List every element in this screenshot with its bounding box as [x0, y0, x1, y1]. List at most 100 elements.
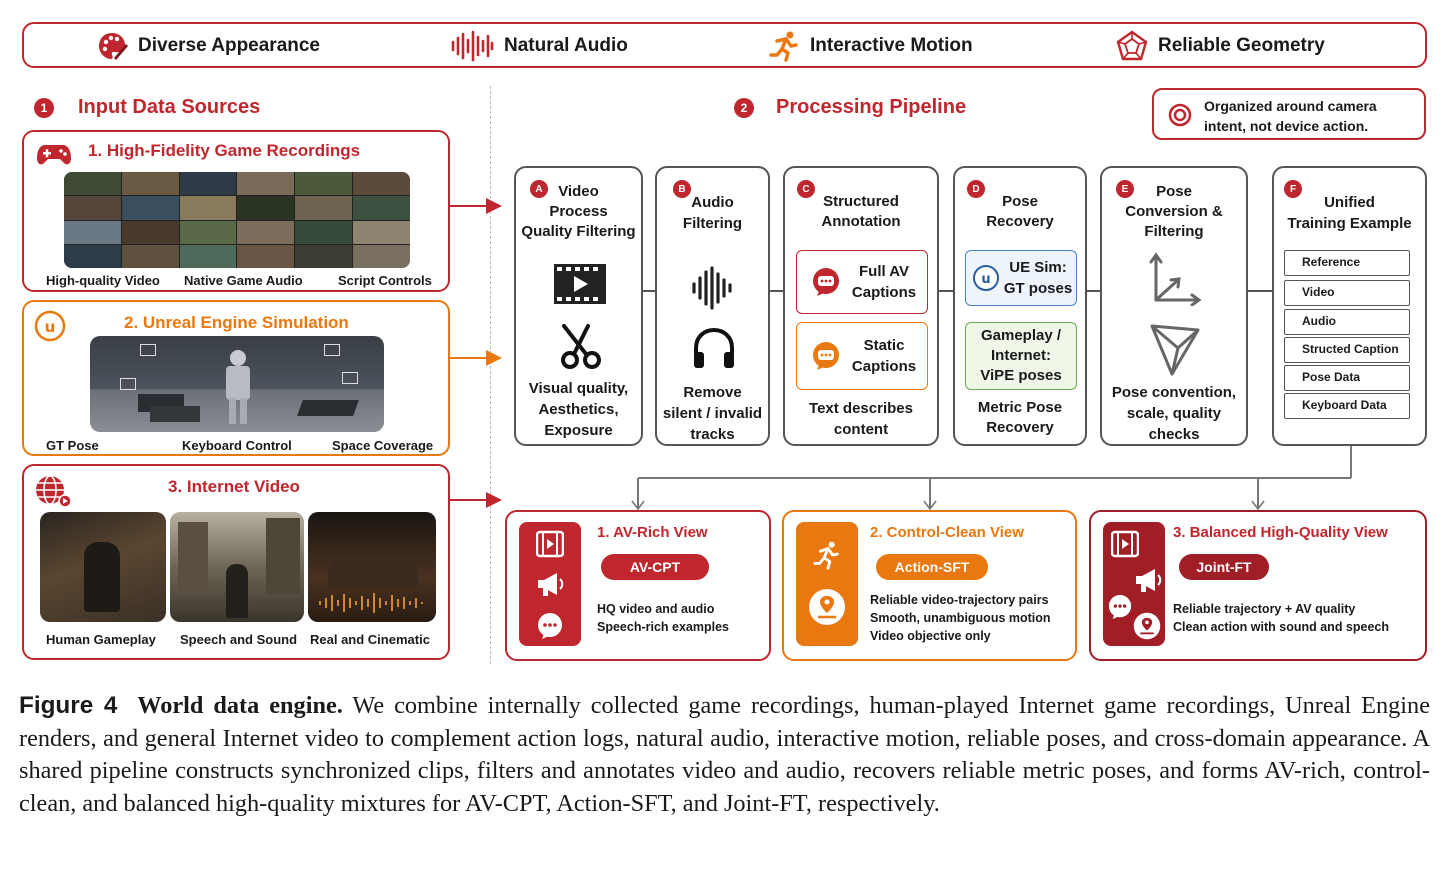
target-icon	[1168, 103, 1192, 127]
waveform-icon	[451, 30, 494, 62]
training-field-item: Audio	[1284, 309, 1410, 335]
gameplay-internet-vipe-poses-box: Gameplay / Internet: ViPE poses	[965, 322, 1077, 390]
stage-title-line: Video	[558, 183, 599, 200]
full-av-captions-box: Full AV Captions	[796, 250, 928, 314]
inner-box-line: UE Sim:	[1009, 259, 1067, 276]
stage-title: Video Process Quality Filtering	[516, 182, 641, 242]
source-caption: Script Controls	[338, 273, 432, 288]
banner-label: Natural Audio	[504, 35, 628, 56]
stage-title-line: Process	[549, 203, 608, 220]
headphones-icon	[694, 327, 734, 368]
banner-item-motion: Interactive Motion	[768, 30, 973, 62]
real-and-cinematic-image	[308, 512, 436, 622]
source-caption: Keyboard Control	[182, 438, 292, 453]
view-description-line: Reliable video-trajectory pairs	[870, 593, 1049, 607]
inner-box-line: GT poses	[1003, 280, 1073, 297]
stage-description-line: checks	[1148, 426, 1200, 443]
chat-bubble-icon	[813, 342, 839, 370]
chat-bubble-icon	[1108, 594, 1132, 620]
inner-box-label: UE Sim: GT poses	[1000, 257, 1076, 299]
stage-structured-annotation: C Structured Annotation Full AV Captions…	[783, 166, 939, 446]
gamepad-icon	[37, 145, 71, 165]
section-title-input: Input Data Sources	[78, 96, 261, 118]
stage-description-line: Recovery	[986, 419, 1054, 436]
source-internet-video: 3. Internet Video Human Gameplay Speech …	[22, 464, 450, 660]
video-clip-icon	[536, 530, 564, 558]
section-divider	[490, 86, 491, 664]
inner-box-line: Captions	[851, 358, 917, 375]
stage-title-line: Quality Filtering	[521, 223, 636, 240]
inner-box-line: Captions	[851, 284, 917, 301]
source-unreal-engine: u 2. Unreal Engine Simulation GT Pose Ke…	[22, 300, 450, 456]
stage-video-process: A Video Process Quality Filtering Visual…	[514, 166, 643, 446]
stage-audio-filtering: B Audio Filtering Remove silent / invali…	[655, 166, 770, 446]
stage-letter: B	[673, 180, 691, 198]
training-field-item: Keyboard Data	[1284, 393, 1410, 419]
stage-description-line: Metric Pose	[977, 399, 1063, 416]
stage-title-line: Training Example	[1287, 215, 1412, 232]
source-caption: Speech and Sound	[180, 632, 298, 647]
view-description: Reliable trajectory + AV quality Clean a…	[1173, 600, 1389, 636]
training-field-item: Video	[1284, 280, 1410, 306]
training-field-item: Pose Data	[1284, 365, 1410, 391]
inner-box-line: Static	[863, 337, 905, 354]
video-clip-icon	[1111, 530, 1139, 558]
view-description-line: Clean action with sound and speech	[1173, 620, 1390, 634]
stage-title-line: Recovery	[986, 213, 1054, 230]
globe-icon	[36, 475, 72, 508]
view-description-line: Smooth, unambiguous motion	[870, 611, 1051, 625]
section-number: 2	[734, 98, 754, 118]
source-caption: Human Gameplay	[46, 632, 156, 647]
stage-title: Unified Training Example	[1274, 192, 1425, 234]
key-properties-banner: Diverse Appearance Natural Audio Interac…	[22, 22, 1427, 68]
stage-letter: E	[1116, 180, 1134, 198]
running-figure-icon	[813, 541, 839, 570]
unreal-engine-icon: u	[973, 265, 999, 291]
view-description: HQ video and audio Speech-rich examples	[597, 600, 729, 636]
stage-title: Pose Recovery	[955, 192, 1085, 232]
stage-title: Audio Filtering	[657, 192, 768, 234]
svg-text:u: u	[45, 318, 56, 336]
stage-title-line: Filtering	[682, 215, 743, 232]
view-stage-pill: Action-SFT	[876, 554, 988, 580]
palette-icon	[99, 33, 128, 60]
stage-description: Text describes content	[785, 398, 937, 440]
figure-label: Figure 4	[19, 692, 118, 719]
running-figure-icon	[769, 31, 798, 62]
coordinate-axes-icon	[1149, 252, 1202, 306]
chat-bubble-icon	[538, 613, 562, 639]
figure-caption: Figure 4 World data engine. We combine i…	[19, 690, 1430, 820]
view-balanced-high-quality: 3. Balanced High-Quality View Joint-FT R…	[1089, 510, 1427, 661]
stage-pose-conversion: E Pose Conversion & Filtering Pose conve…	[1100, 166, 1248, 446]
stage-letter: A	[530, 180, 548, 198]
source-title: 2. Unreal Engine Simulation	[124, 313, 349, 332]
game-recording-thumbnails	[64, 172, 410, 268]
stage-connector	[643, 290, 655, 292]
stage-description-line: tracks	[690, 426, 735, 443]
figure-caption-text: We combine internally collected game rec…	[19, 692, 1430, 817]
stage-description: Pose convention, scale, quality checks	[1102, 382, 1246, 445]
megaphone-icon	[538, 573, 564, 596]
inner-box-label: Static Captions	[841, 335, 927, 377]
training-field-item: Reference	[1284, 250, 1410, 276]
stage-title-line: Unified	[1324, 194, 1375, 211]
inner-box-line: Gameplay /	[980, 327, 1062, 344]
stage-letter: F	[1284, 180, 1302, 198]
banner-item-appearance: Diverse Appearance	[96, 30, 320, 62]
view-av-rich: 1. AV-Rich View AV-CPT HQ video and audi…	[505, 510, 771, 661]
output-routing-lines	[631, 446, 1352, 511]
location-pin-icon	[809, 589, 845, 625]
unreal-simulation-image	[90, 336, 384, 432]
stage-title-line: Annotation	[821, 213, 901, 230]
stage-description-line: Exposure	[544, 422, 613, 439]
view-title: 3. Balanced High-Quality View	[1173, 524, 1388, 541]
view-title: 2. Control-Clean View	[870, 524, 1024, 541]
stage-description: Remove silent / invalid tracks	[657, 382, 768, 445]
stage-title-line: Audio	[691, 194, 734, 211]
human-gameplay-image	[40, 512, 166, 622]
source-caption: Space Coverage	[332, 438, 434, 453]
source-caption: High-quality Video	[46, 273, 160, 288]
source-game-recordings: 1. High-Fidelity Game Recordings High-qu…	[22, 130, 450, 292]
svg-text:u: u	[981, 272, 990, 287]
stage-description-line: Pose convention,	[1111, 384, 1237, 401]
